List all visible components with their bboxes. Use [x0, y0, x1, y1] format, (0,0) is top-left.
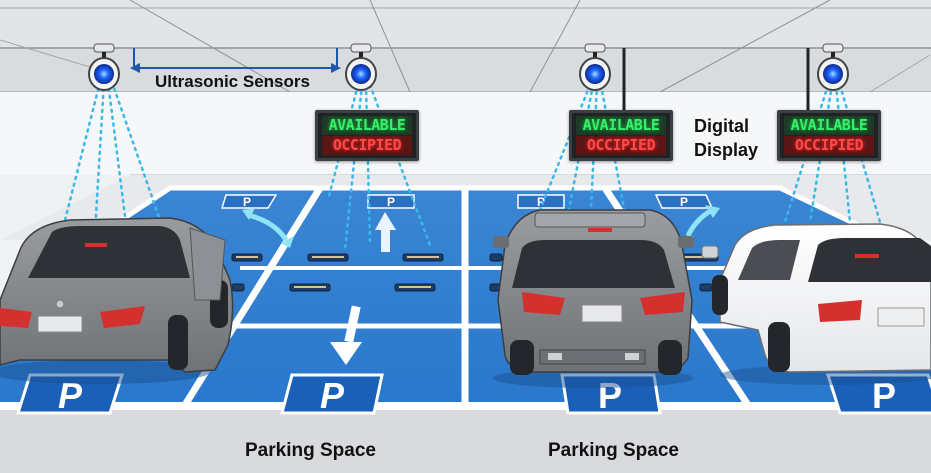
available-status: AVAILABLE	[576, 116, 666, 135]
parking-floor	[0, 185, 931, 473]
digital-display-label-line1: Digital	[694, 116, 750, 136]
digital-display-3: AVAILABLE OCCIPIED	[777, 110, 881, 161]
ultrasonic-sensors	[88, 43, 849, 91]
sensor-3-icon	[579, 43, 611, 91]
car-left-gray-sedan	[0, 217, 234, 384]
svg-text:P: P	[320, 375, 345, 416]
svg-text:P: P	[537, 195, 545, 209]
digital-display-label-line2: Display	[694, 140, 759, 160]
ultrasonic-sensors-label: Ultrasonic Sensors	[155, 72, 310, 91]
occupied-status: OCCIPIED	[784, 136, 874, 155]
occupied-status: OCCIPIED	[322, 136, 412, 155]
parking-space-label-left: Parking Space	[245, 440, 376, 461]
occupied-status: OCCIPIED	[576, 136, 666, 155]
available-status: AVAILABLE	[784, 116, 874, 135]
svg-text:P: P	[680, 195, 688, 209]
digital-display-2: AVAILABLE OCCIPIED	[569, 110, 673, 161]
car-middle-gray-suv	[493, 209, 694, 388]
floor-arrows	[242, 205, 720, 365]
sensor-4-icon	[817, 43, 849, 91]
back-wall	[0, 92, 931, 175]
svg-text:P: P	[387, 195, 395, 209]
car-right-white-sedan	[701, 223, 931, 385]
ceiling	[0, 0, 931, 93]
sensor-2-icon	[345, 43, 377, 91]
parking-markers-back: P P P P	[220, 194, 714, 209]
svg-text:P: P	[872, 375, 896, 416]
available-status: AVAILABLE	[322, 116, 412, 135]
sensor-spacing-arrow	[130, 48, 341, 73]
parking-space-label-right: Parking Space	[548, 440, 679, 461]
digital-display-1: AVAILABLE OCCIPIED	[315, 110, 419, 161]
sensor-1-icon	[88, 43, 120, 91]
svg-text:P: P	[243, 195, 251, 209]
digital-display-label: Digital Display	[694, 114, 758, 162]
